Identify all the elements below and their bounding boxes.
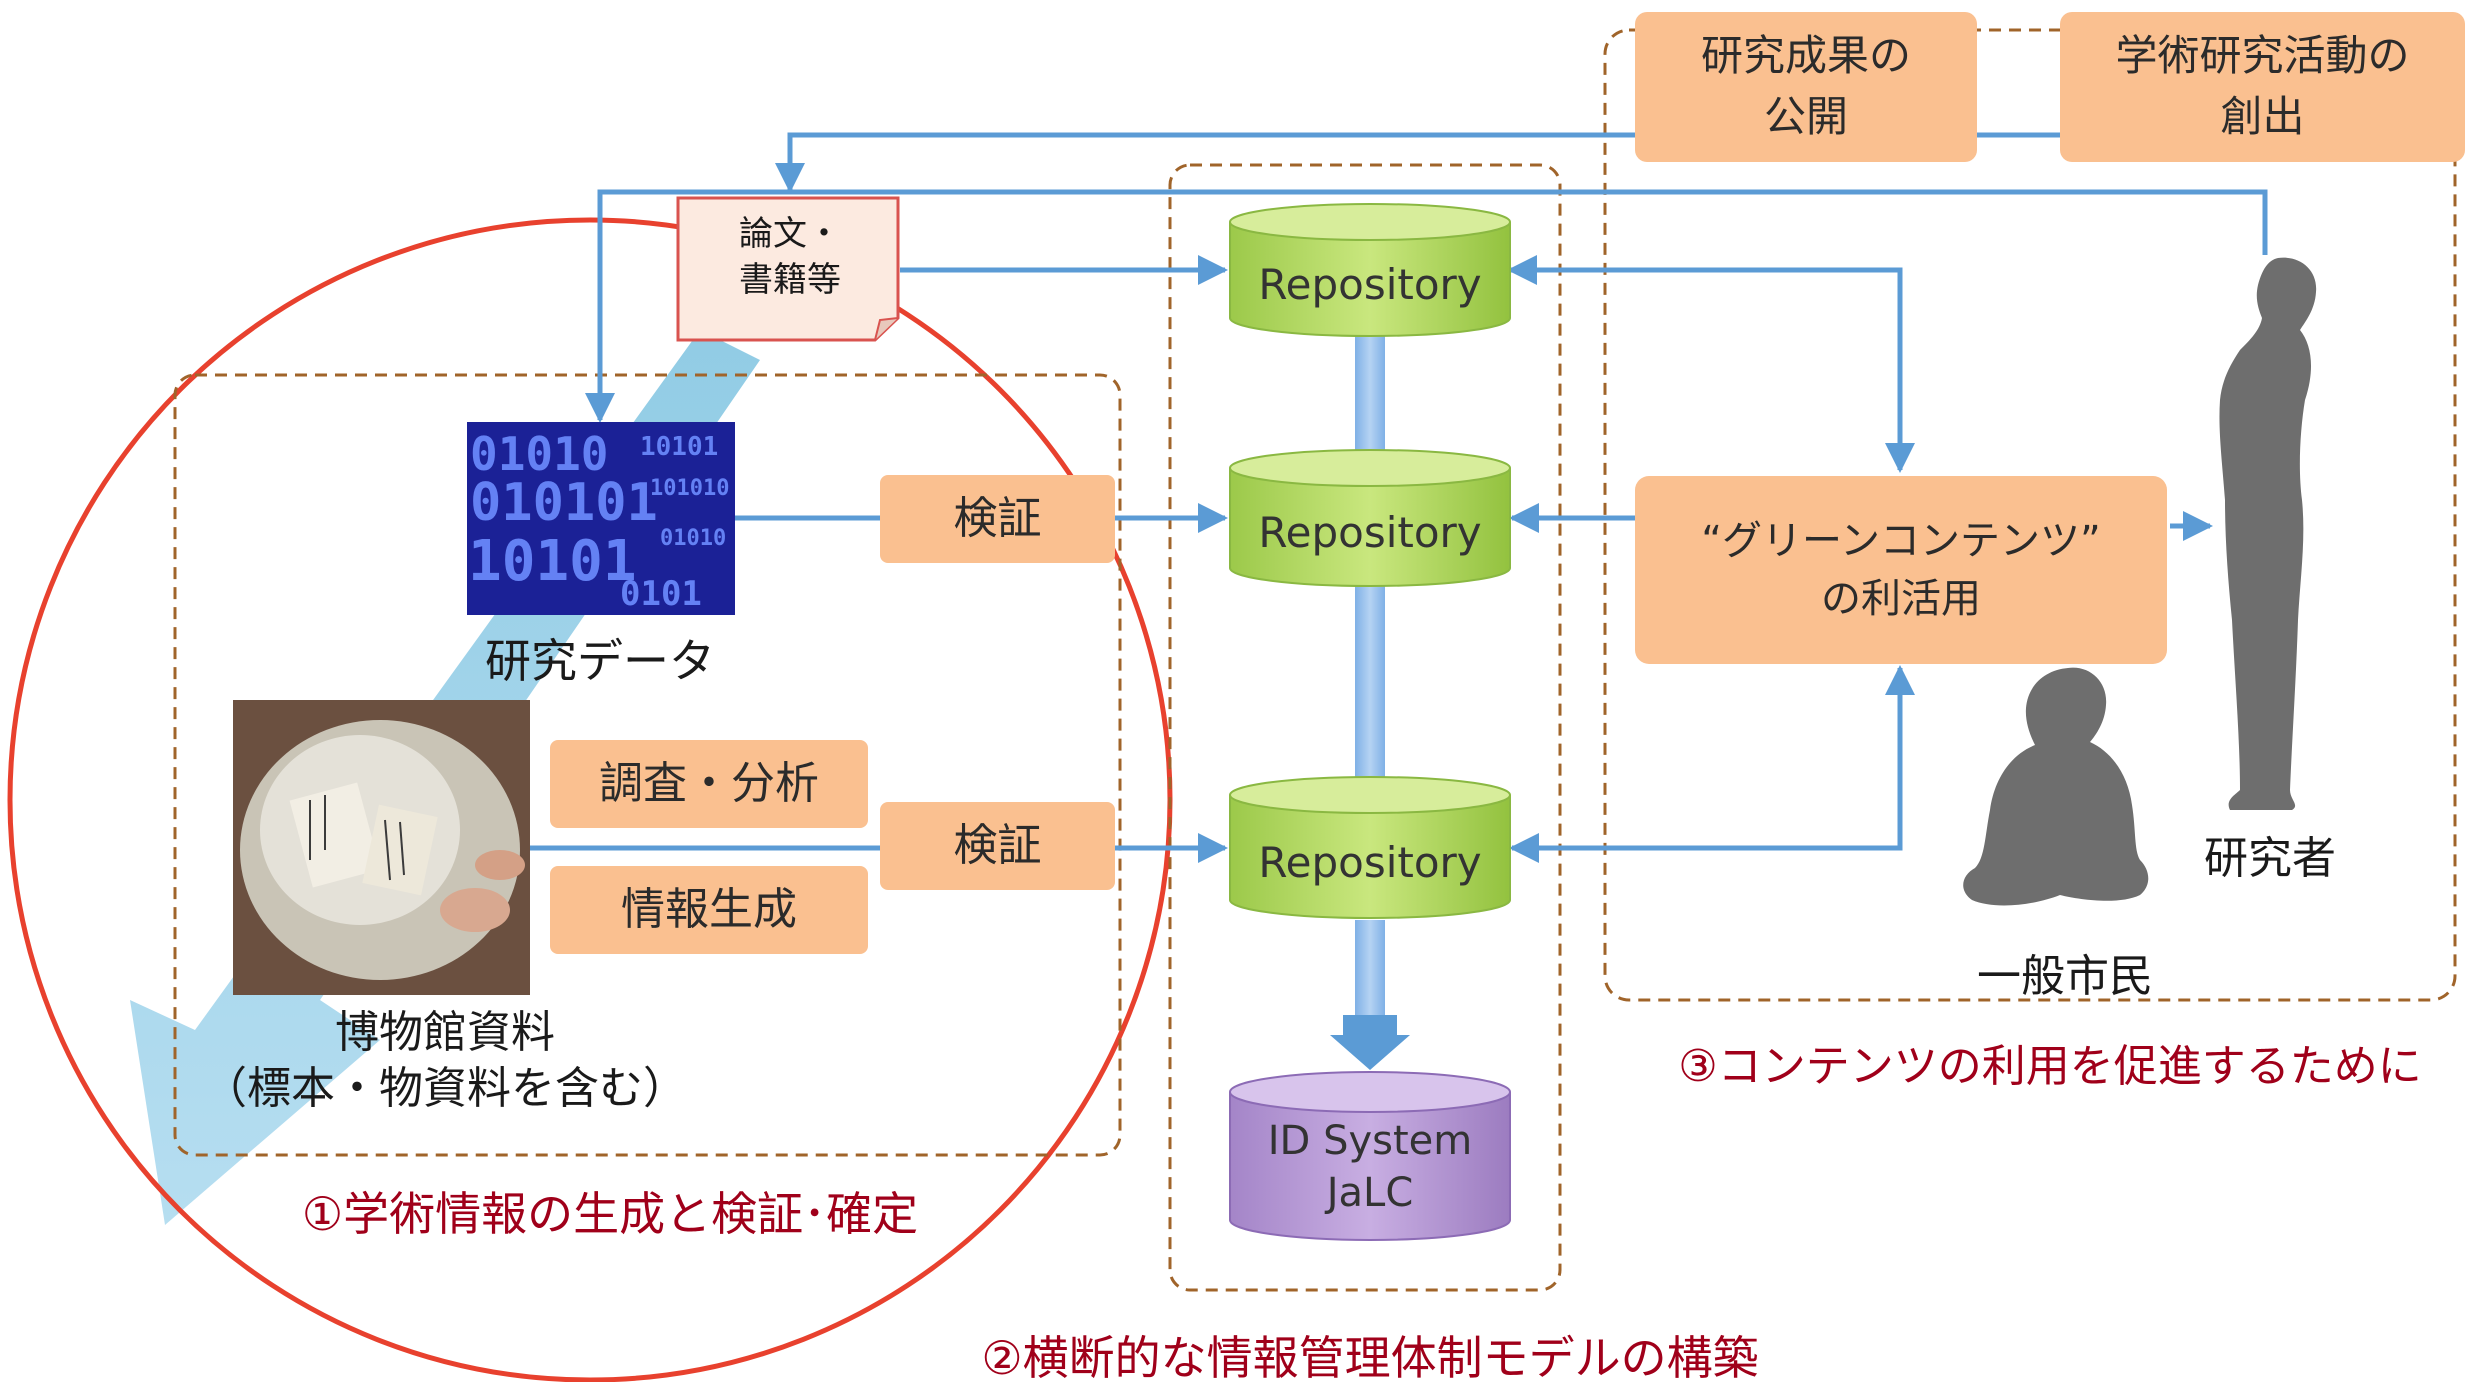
section3-dashed-box xyxy=(1603,28,2457,1002)
info-generation-box: 情報生成 xyxy=(550,866,868,954)
verify-box-2: 検証 xyxy=(880,802,1115,890)
green-contents-box: “グリーンコンテンツ” の利活用 xyxy=(1635,476,2167,664)
section2-title: ②横断的な情報管理体制モデルの構築 xyxy=(981,1331,1759,1385)
section1-dashed-box xyxy=(173,373,1122,1157)
activity-creation-box: 学術研究活動の 創出 xyxy=(2060,12,2465,162)
svg-text:101010: 101010 xyxy=(650,476,729,501)
repository-label-2: Repository xyxy=(1258,507,1482,557)
repository-label-1: Repository xyxy=(1258,259,1482,309)
section3-title: ③コンテンツの利用を促進するために xyxy=(1678,1041,2422,1092)
repository-cylinder-3 xyxy=(1229,776,1511,919)
binary-data-image: 01010 10101 010101 101010 10101 01010 01… xyxy=(467,422,735,615)
svg-text:01010: 01010 xyxy=(470,427,608,481)
sitting-person-icon xyxy=(1963,667,2149,906)
verify-box-1: 検証 xyxy=(880,475,1115,563)
researcher-label: 研究者 xyxy=(2204,833,2336,884)
document-label: 論文・ 書籍等 xyxy=(739,214,841,300)
museum-materials-label: 博物館資料 （標本・物資料を含む） xyxy=(203,1007,687,1115)
arrow-researcher-to-data xyxy=(585,189,2268,423)
svg-text:10101: 10101 xyxy=(468,529,637,594)
repo-to-id-arrow xyxy=(1330,1015,1410,1070)
standing-person-icon xyxy=(2219,257,2317,810)
repository-label-3: Repository xyxy=(1258,837,1482,887)
svg-text:10101: 10101 xyxy=(640,432,718,462)
museum-materials-photo xyxy=(233,700,530,995)
citizen-label: 一般市民 xyxy=(1977,951,2153,1002)
document-icon xyxy=(676,196,900,342)
repository-cylinder-1 xyxy=(1229,203,1511,337)
arrow-repo1-green xyxy=(1507,255,1915,473)
survey-analysis-box: 調査・分析 xyxy=(550,740,868,828)
publication-box: 研究成果の 公開 xyxy=(1635,12,1977,162)
research-data-label: 研究データ xyxy=(485,634,715,688)
section1-title: ①学術情報の生成と検証･確定 xyxy=(301,1187,919,1241)
arrow-repo3-green xyxy=(1509,665,1915,863)
repository-cylinder-2 xyxy=(1229,449,1511,587)
svg-text:0101: 0101 xyxy=(620,574,702,614)
svg-text:01010: 01010 xyxy=(660,526,726,551)
id-system-label: ID System JaLC xyxy=(1267,1118,1473,1216)
repository-spine-lower xyxy=(1355,920,1385,1030)
svg-text:010101: 010101 xyxy=(470,473,658,533)
arrow-publication-to-document xyxy=(775,132,1635,193)
id-system-cylinder xyxy=(1229,1071,1511,1241)
